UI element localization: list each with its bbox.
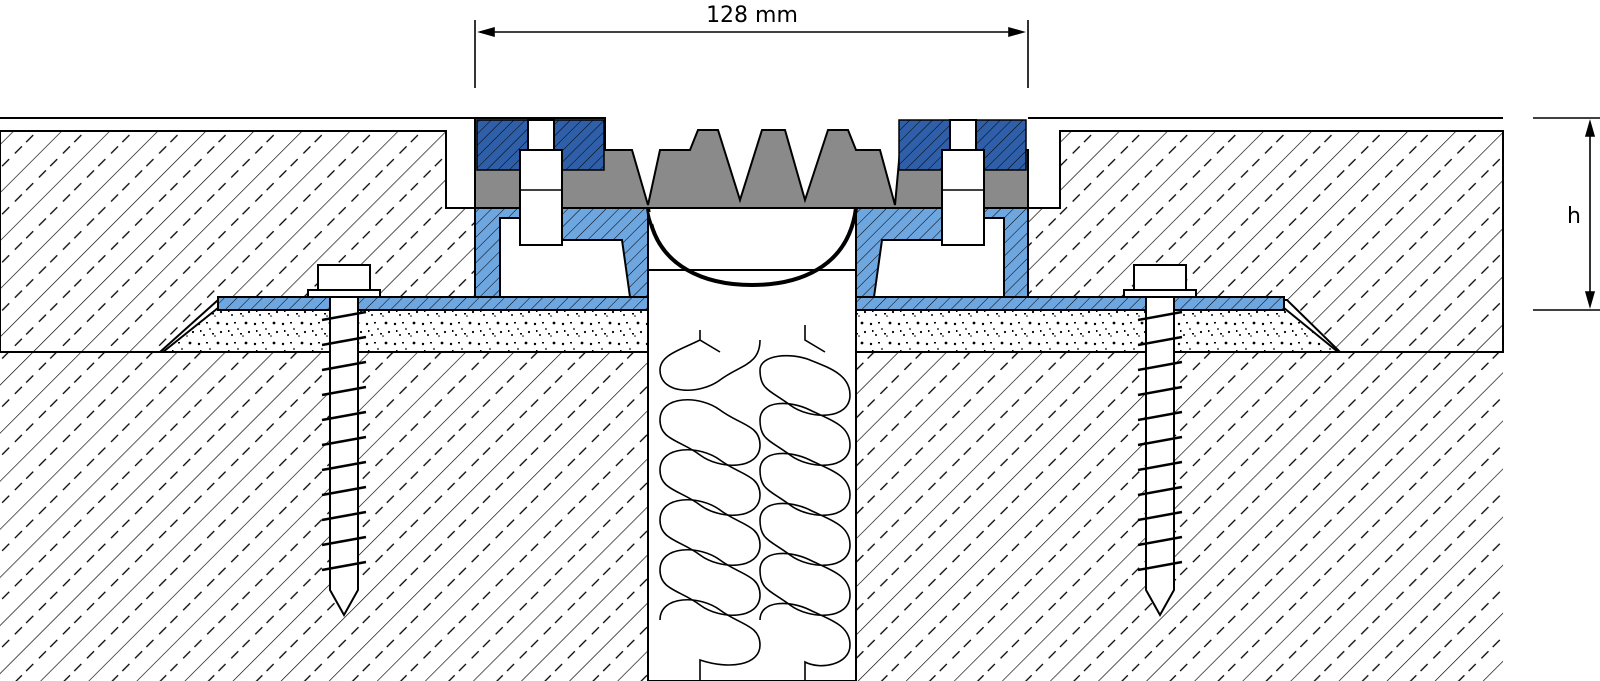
profile-bolt-left bbox=[519, 119, 563, 246]
carrier-profile-left bbox=[217, 207, 649, 311]
filler-loops-right bbox=[759, 325, 851, 681]
profile-bolt-right bbox=[941, 119, 985, 246]
mortar-left bbox=[160, 307, 649, 353]
height-dimension-label: h bbox=[1567, 204, 1581, 229]
height-dimension bbox=[1533, 117, 1600, 311]
joint-filler bbox=[647, 269, 857, 681]
width-dimension-label: 128 mm bbox=[706, 3, 798, 28]
membrane-loop bbox=[646, 207, 858, 288]
concrete-left bbox=[0, 352, 648, 681]
mortar-right bbox=[855, 307, 1341, 353]
concrete-substrate bbox=[0, 351, 1503, 681]
anchor-screw-right bbox=[1123, 264, 1197, 618]
width-dimension bbox=[474, 20, 1029, 88]
filler-loops-left bbox=[659, 330, 761, 681]
anchor-screw-left bbox=[307, 264, 381, 618]
joint-gap bbox=[647, 269, 857, 681]
concrete-right bbox=[856, 352, 1503, 681]
